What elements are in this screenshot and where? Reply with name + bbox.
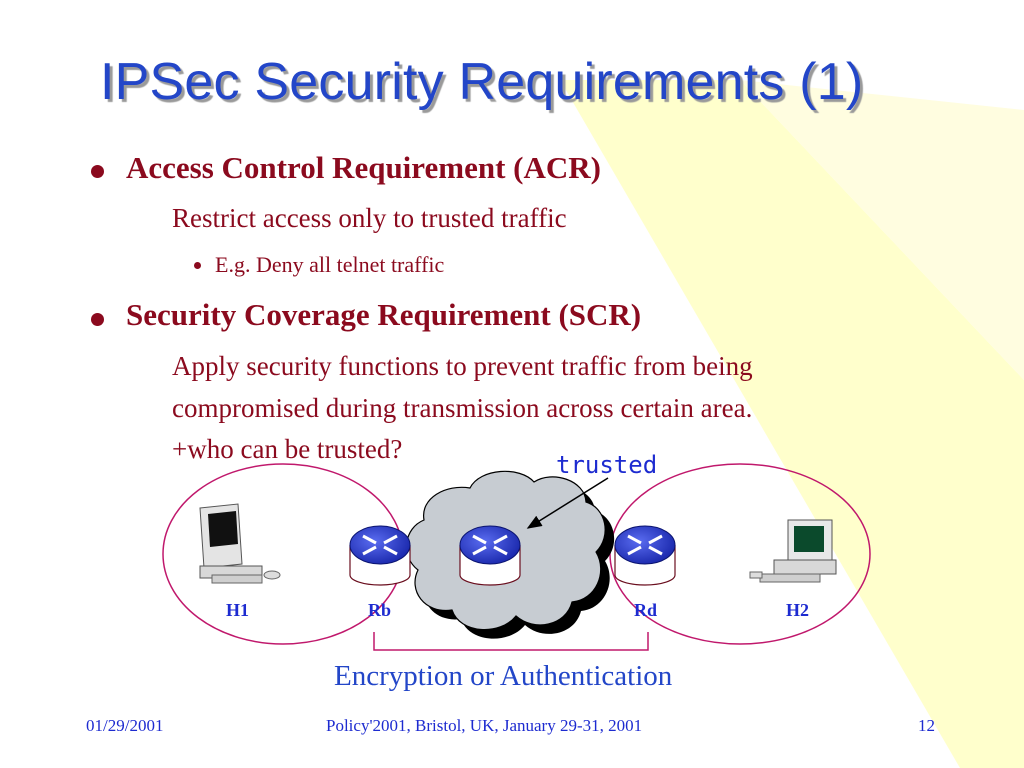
bullet-dot bbox=[91, 313, 104, 326]
router-icon bbox=[349, 525, 411, 586]
bracket-label: Encryption or Authentication bbox=[334, 660, 673, 692]
trusted-label: trusted bbox=[556, 451, 658, 479]
computer-icon-h1 bbox=[199, 503, 281, 584]
footer-date: 01/29/2001 bbox=[86, 716, 164, 735]
bullet-text-scr-line3: +who can be trusted? bbox=[172, 434, 403, 464]
bullet-heading-scr: Security Coverage Requirement (SCR) bbox=[126, 297, 642, 332]
footer-conference: Policy'2001, Bristol, UK, January 29-31,… bbox=[326, 716, 643, 735]
node-label-rb: Rb bbox=[368, 600, 392, 620]
sub-bullet-text: E.g. Deny all telnet traffic bbox=[215, 252, 445, 277]
footer-page-number: 12 bbox=[918, 716, 935, 735]
bullet-heading-acr: Access Control Requirement (ACR) bbox=[126, 150, 601, 185]
node-label-rd: Rd bbox=[634, 600, 658, 620]
node-label-h1: H1 bbox=[226, 600, 250, 620]
page-title: IPSec Security Requirements (1) bbox=[100, 53, 864, 111]
node-label-h2: H2 bbox=[786, 600, 810, 620]
router-icon bbox=[459, 525, 521, 586]
bullet-text-scr-line2: compromised during transmission across c… bbox=[172, 393, 753, 423]
coverage-bracket bbox=[373, 632, 649, 651]
computer-icon-h2 bbox=[749, 519, 837, 583]
trusted-arrow bbox=[526, 477, 609, 529]
sub-bullet-dot bbox=[194, 262, 201, 269]
router-icon bbox=[614, 525, 676, 586]
bullet-text-scr-line1: Apply security functions to prevent traf… bbox=[172, 351, 753, 381]
bullet-dot bbox=[91, 165, 104, 178]
bullet-text-acr: Restrict access only to trusted traffic bbox=[172, 203, 567, 233]
